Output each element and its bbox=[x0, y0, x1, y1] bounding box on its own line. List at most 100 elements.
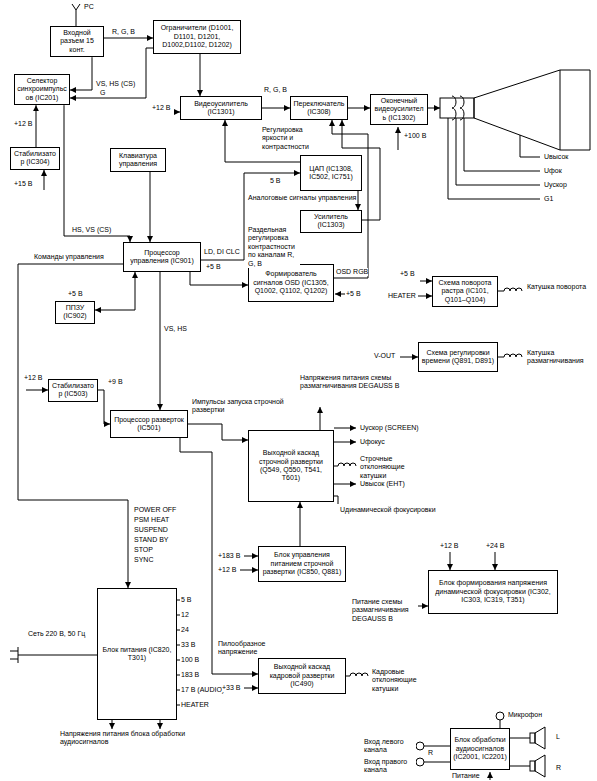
block-box: Клавиатура управления bbox=[110, 148, 166, 172]
signal-label: VS, HS bbox=[164, 325, 187, 333]
signal-arrow-part bbox=[334, 428, 356, 429]
signal-label: +183 В bbox=[218, 552, 240, 560]
signal-label: Uускор (SCREEN) bbox=[360, 424, 419, 432]
signal-label: R bbox=[428, 749, 433, 757]
connector-line bbox=[300, 502, 301, 546]
block-box: Выходной каскад строчной развертки (Q549… bbox=[248, 430, 334, 502]
signal-label: 5 В bbox=[270, 177, 281, 185]
signal-label: Раздельная регулировка контрастности по … bbox=[248, 226, 300, 268]
block-text: Входной разъем 15 конт. bbox=[53, 29, 101, 54]
signal-label: 24 bbox=[181, 626, 189, 634]
signal-arrow-part bbox=[418, 606, 428, 607]
signal-arrow-part bbox=[418, 296, 432, 297]
signal-label: Аналоговые сигналы управления bbox=[248, 194, 356, 202]
speaker-symbol-part bbox=[510, 738, 530, 766]
signal-arrow-part bbox=[26, 390, 48, 391]
coil-symbol bbox=[334, 288, 522, 676]
block-box: Выходной каскад кадровой развертки (IC49… bbox=[258, 658, 346, 694]
signal-label: G bbox=[100, 89, 105, 97]
signal-label: +12 В bbox=[218, 566, 237, 574]
signal-label: R, G, B bbox=[112, 28, 135, 36]
signal-label: Сеть 220 В, 50 Гц bbox=[28, 630, 92, 638]
signal-label: PSM HEAT bbox=[134, 516, 169, 524]
signal-label: +12 В bbox=[14, 120, 33, 128]
signal-label: Uвысок bbox=[544, 153, 568, 161]
signal-arrow-part bbox=[334, 496, 338, 504]
block-box: ЦАП (IC1308, IC502, IC751) bbox=[300, 155, 362, 191]
signal-arrow-part bbox=[420, 281, 432, 282]
antenna-symbol-part bbox=[72, 4, 80, 26]
signal-arrow-part bbox=[450, 552, 451, 570]
connector-line bbox=[64, 105, 130, 242]
crt-tube-part bbox=[474, 70, 590, 150]
block-text: Усилитель (IC1303) bbox=[303, 213, 359, 230]
block-text: Ограничители (D1001, D1101, D1201, D1002… bbox=[156, 24, 238, 49]
connector-line bbox=[36, 105, 37, 147]
block-box: Оконечный видеоусилитель (IC1302) bbox=[370, 94, 428, 125]
signal-arrow-part bbox=[240, 570, 258, 571]
audio-jack-part bbox=[424, 746, 450, 762]
speaker-symbol-part bbox=[530, 733, 535, 743]
block-box: Видеоусилитель (IC1301) bbox=[180, 96, 262, 120]
block-text: Процессор управления (IC901) bbox=[126, 249, 198, 266]
block-box: Селектор синхроимпульсов (IC201) bbox=[14, 74, 70, 105]
block-text: Видеоусилитель (IC1301) bbox=[183, 100, 259, 117]
signal-arrow-part bbox=[335, 294, 345, 295]
signal-label: Uускор bbox=[544, 181, 567, 189]
block-text: Клавиатура управления bbox=[113, 152, 163, 169]
signal-arrow-part bbox=[244, 688, 258, 689]
block-text: Выходной каскад строчной развертки (Q549… bbox=[251, 449, 331, 483]
signal-label: Катушка размагничивания bbox=[527, 349, 593, 366]
signal-label: V-OUT bbox=[374, 352, 395, 360]
connector-line bbox=[190, 272, 248, 285]
crt-tube-part bbox=[560, 70, 561, 150]
block-text: Блок обработки аудиосигналов (IC2001, IC… bbox=[453, 736, 507, 761]
signal-label: R bbox=[556, 764, 561, 772]
signal-label: Вход левого канала bbox=[364, 738, 416, 755]
signal-label: Кадровые отклоняющие катушки bbox=[372, 668, 442, 693]
block-text: ЦАП (IC1308, IC502, IC751) bbox=[303, 165, 359, 182]
signal-label: LD, DI CLC bbox=[204, 248, 240, 256]
signal-label: G1 bbox=[544, 195, 553, 203]
signal-arrow-part bbox=[490, 772, 491, 780]
signal-label: Uвысок (EHT) bbox=[360, 480, 405, 488]
mains-plug bbox=[10, 647, 97, 663]
block-text: Стабилизатор (IC304) bbox=[13, 150, 57, 167]
signal-arrow-part bbox=[244, 556, 258, 557]
speaker-symbol-part bbox=[535, 727, 545, 749]
signal-label: +5 В bbox=[400, 270, 415, 278]
signal-label: 5 В bbox=[181, 596, 192, 604]
signal-label: L bbox=[556, 733, 560, 741]
block-box: Блок управления питанием строчной развер… bbox=[258, 546, 346, 582]
power-output-tick bbox=[177, 600, 180, 705]
signal-arrow bbox=[26, 108, 495, 780]
signal-label: +100 В bbox=[404, 132, 426, 140]
signal-label: +12 В bbox=[440, 542, 459, 550]
signal-label: Питание bbox=[452, 772, 480, 780]
speaker-symbol-part bbox=[530, 761, 535, 771]
connector-line bbox=[188, 424, 248, 440]
block-text: Селектор синхроимпульсов (IC201) bbox=[17, 77, 67, 102]
signal-label: POWER OFF bbox=[134, 506, 176, 514]
signal-label: Напряжения питания блока обработки аудио… bbox=[60, 730, 190, 747]
signal-label: +5 В bbox=[206, 263, 221, 271]
connector-line bbox=[150, 172, 151, 242]
block-box: Схема регулировки времени (Q891, D891) bbox=[418, 342, 498, 372]
signal-arrow-part bbox=[398, 127, 399, 150]
signal-label: 12 bbox=[181, 611, 189, 619]
signal-label: 183 В bbox=[181, 671, 199, 679]
block-box: ППЗУ (IC902) bbox=[55, 301, 95, 324]
signal-label: Uдинамической фокусировки bbox=[340, 506, 436, 514]
signal-label: Строчные отклоняющие катушки bbox=[360, 455, 430, 480]
block-text: Схема регулировки времени (Q891, D891) bbox=[421, 349, 495, 366]
microphone-symbol bbox=[496, 712, 504, 728]
signal-label: Пилообразное напряжение bbox=[218, 640, 278, 657]
block-box: Блок формирования напряжения динамическо… bbox=[428, 570, 558, 614]
connector-line bbox=[70, 57, 92, 90]
signal-arrow-part bbox=[160, 720, 161, 729]
signal-label: +24 В bbox=[486, 542, 505, 550]
coil-symbol-part bbox=[498, 354, 522, 357]
audio-jack-part bbox=[416, 742, 424, 750]
signal-label: Катушка поворота bbox=[527, 283, 587, 291]
